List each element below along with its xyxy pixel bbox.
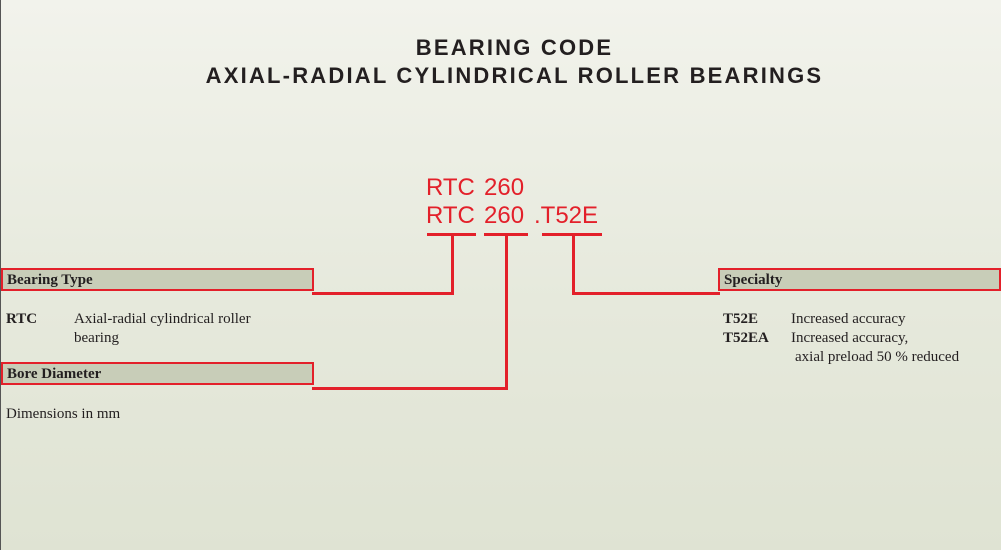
code-example-line2: RTC 260 .T52E — [426, 203, 616, 229]
specialty-code-t52ea: T52EA — [723, 330, 769, 346]
underline-bore — [484, 233, 528, 236]
frame-left-border — [0, 0, 1, 550]
bearing-type-desc-line2: bearing — [74, 330, 119, 346]
specialty-header: Specialty — [718, 268, 1001, 291]
connector-type-vertical — [451, 235, 454, 295]
page-title: BEARING CODE — [415, 35, 614, 60]
code-line2-specialty: .T52E — [534, 202, 599, 229]
underline-type — [427, 233, 476, 236]
connector-bore-horizontal — [312, 387, 508, 390]
specialty-desc-t52ea-line2: axial preload 50 % reduced — [795, 349, 960, 365]
code-line1-type: RTC — [426, 174, 475, 201]
connector-bore-vertical — [505, 235, 508, 390]
bearing-type-code: RTC — [6, 311, 38, 327]
bearing-type-desc-line1: Axial-radial cylindrical roller — [74, 311, 251, 327]
specialty-code-t52e: T52E — [723, 311, 759, 327]
bore-diameter-header: Bore Diameter — [1, 362, 314, 385]
connector-specialty-vertical — [572, 235, 575, 295]
bore-diameter-note: Dimensions in mm — [6, 406, 121, 422]
connector-specialty-horizontal — [572, 292, 720, 295]
code-line1-bore: 260 — [484, 174, 525, 201]
specialty-desc-t52e: Increased accuracy — [791, 311, 906, 327]
specialty-desc-t52ea-line1: Increased accuracy, — [791, 330, 909, 346]
code-example-line1: RTC 260 — [426, 175, 546, 201]
page-subtitle: AXIAL-RADIAL CYLINDRICAL ROLLER BEARINGS — [205, 63, 824, 88]
connector-type-horizontal — [312, 292, 454, 295]
code-line2-bore: 260 — [484, 202, 525, 229]
bearing-type-header: Bearing Type — [1, 268, 314, 291]
code-line2-type: RTC — [426, 202, 475, 229]
underline-specialty — [542, 233, 602, 236]
